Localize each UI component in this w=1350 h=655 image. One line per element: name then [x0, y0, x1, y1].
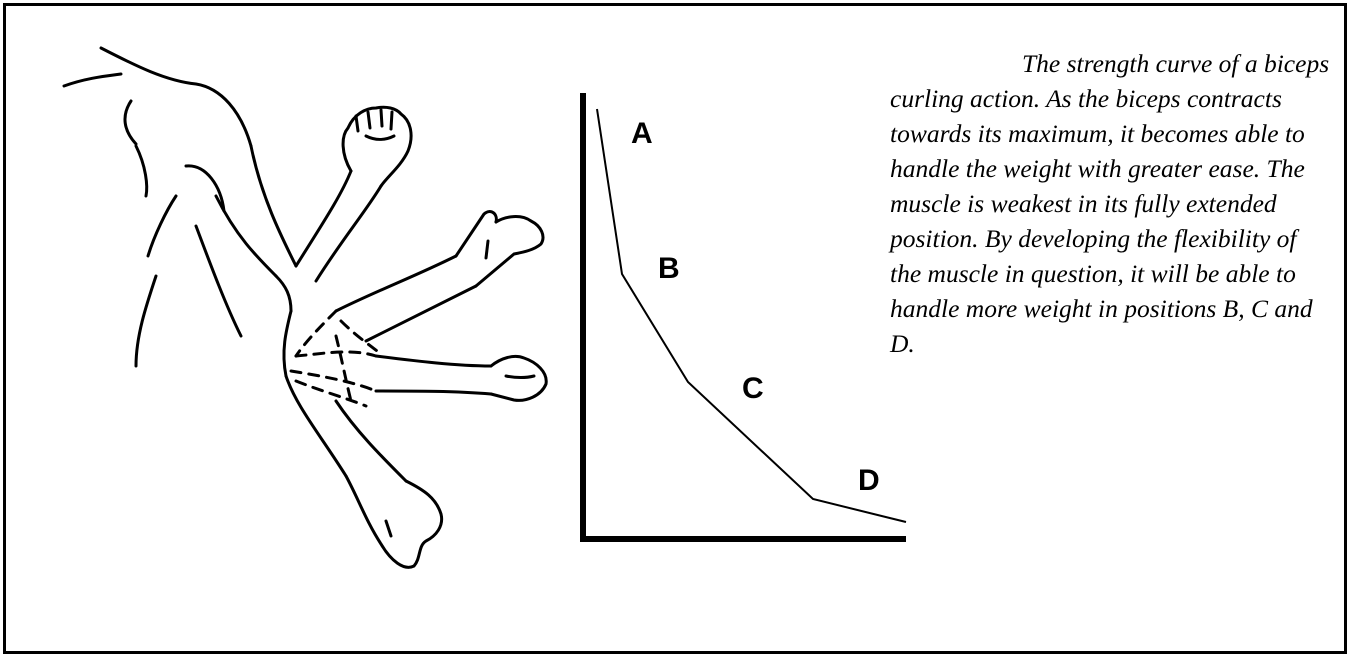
figure-frame: A B C D The strength curve of a biceps c…: [3, 3, 1347, 654]
point-label-b: B: [658, 254, 680, 284]
point-label-a: A: [631, 119, 653, 149]
biceps-curl-arm-illustration: [36, 36, 566, 596]
strength-curve-line: [597, 109, 906, 522]
point-label-d: D: [858, 466, 880, 496]
point-label-c: C: [742, 374, 764, 404]
caption-text: The strength curve of a biceps curling a…: [890, 49, 1329, 358]
figure-caption: The strength curve of a biceps curling a…: [890, 46, 1330, 361]
